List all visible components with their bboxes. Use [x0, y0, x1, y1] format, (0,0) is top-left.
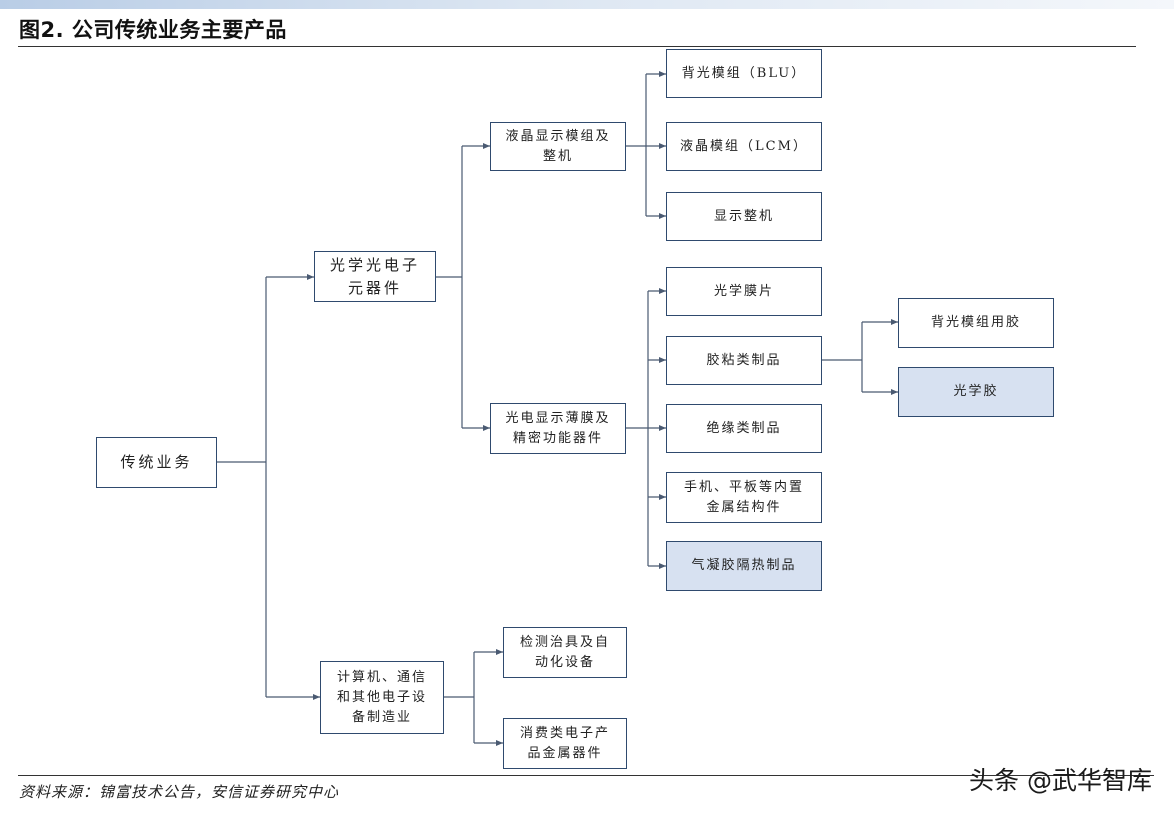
- node-backlight-module-blu: 背光模组（BLU）: [666, 49, 822, 98]
- node-testing-fixtures-automation: 检测治具及自 动化设备: [503, 627, 627, 678]
- node-optical-optoelectronic-components: 光学光电子 元器件: [314, 251, 436, 302]
- node-optical-film: 光学膜片: [666, 267, 822, 316]
- watermark: 头条 @武华智库: [969, 766, 1152, 795]
- node-computer-communication-manufacturing: 计算机、通信 和其他电子设 备制造业: [320, 661, 444, 734]
- footer-rule: [18, 775, 1154, 776]
- node-backlight-module-adhesive: 背光模组用胶: [898, 298, 1054, 348]
- node-traditional-business: 传统业务: [96, 437, 217, 488]
- header-band: [0, 0, 1174, 9]
- node-optical-adhesive: 光学胶: [898, 367, 1054, 417]
- node-lcd-module-and-complete-unit: 液晶显示模组及 整机: [490, 122, 626, 171]
- source-note: 资料来源：锦富技术公告，安信证券研究中心: [19, 783, 340, 801]
- title-rule: [18, 46, 1136, 47]
- node-lcd-module-lcm: 液晶模组（LCM）: [666, 122, 822, 171]
- node-consumer-electronics-metal-parts: 消费类电子产 品金属器件: [503, 718, 627, 769]
- node-adhesive-products: 胶粘类制品: [666, 336, 822, 385]
- node-internal-metal-structures: 手机、平板等内置 金属结构件: [666, 472, 822, 523]
- figure-title: 图2. 公司传统业务主要产品: [19, 18, 287, 42]
- node-aerogel-insulation-products: 气凝胶隔热制品: [666, 541, 822, 591]
- node-insulation-products: 绝缘类制品: [666, 404, 822, 453]
- node-optoelectronic-thin-film-components: 光电显示薄膜及 精密功能器件: [490, 403, 626, 454]
- node-display-unit: 显示整机: [666, 192, 822, 241]
